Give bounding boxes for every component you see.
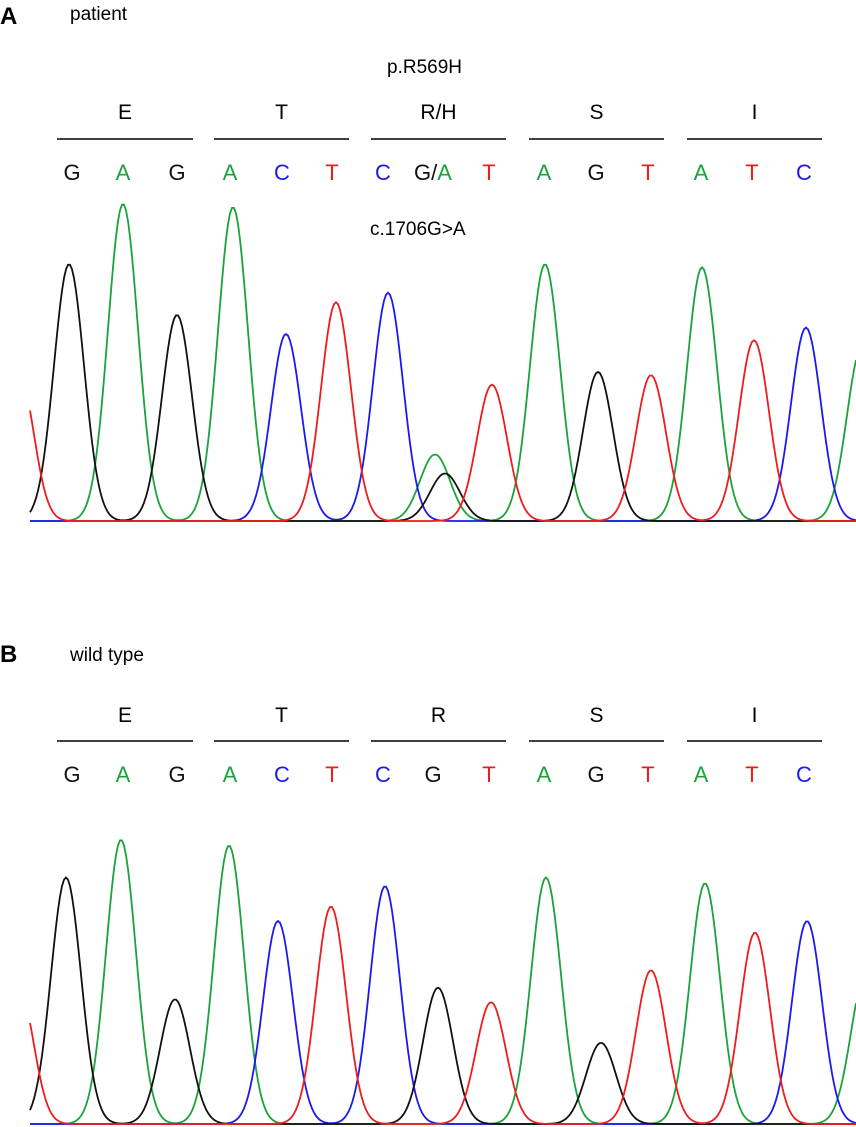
base-call: T (325, 160, 338, 185)
base-call: G (587, 762, 604, 787)
base-call: G (168, 762, 185, 787)
trace-g (29, 876, 856, 1125)
base-call: G (63, 160, 80, 185)
trace-g (29, 263, 856, 522)
codon-label: I (752, 704, 758, 727)
codon-label: R (431, 704, 446, 727)
base-call: G (587, 160, 604, 185)
chromatogram-trace-a (29, 203, 856, 522)
base-call: G (63, 762, 80, 787)
panel-a-title: patient (70, 4, 128, 25)
base-call: C (274, 762, 290, 787)
codon-label: T (275, 101, 288, 124)
base-row-a: G A G A C T C G/A T A G T A T C (63, 160, 812, 185)
dna-change-label: c.1706G>A (370, 219, 466, 240)
base-call: A (116, 160, 131, 185)
codon-label: I (752, 101, 758, 124)
base-call: T (745, 762, 758, 787)
base-call: T (325, 762, 338, 787)
codon-label: E (118, 704, 132, 727)
base-call: A (694, 762, 709, 787)
codon-label: S (589, 101, 603, 124)
base-call: G (424, 762, 441, 787)
base-call: C (274, 160, 290, 185)
base-call: A (223, 762, 238, 787)
trace-t (29, 906, 856, 1125)
panel-a-label: A (0, 3, 17, 30)
trace-c (30, 885, 856, 1125)
base-call: A (537, 160, 552, 185)
base-call: T (482, 160, 495, 185)
codon-label: S (589, 704, 603, 727)
base-call: A (537, 762, 552, 787)
panel-b-label: B (0, 641, 17, 668)
base-call: C (796, 762, 812, 787)
base-call: T (641, 762, 654, 787)
base-call: A (223, 160, 238, 185)
base-call: C (796, 160, 812, 185)
trace-a (30, 839, 856, 1125)
base-call: T (641, 160, 654, 185)
codon-row-a: E T R/H S I (57, 101, 822, 140)
chromatogram-trace-b (29, 839, 856, 1125)
base-call: C (375, 762, 391, 787)
codon-label: E (118, 101, 132, 124)
protein-change-label: p.R569H (387, 57, 462, 78)
base-call: A (116, 762, 131, 787)
base-call: T (482, 762, 495, 787)
base-call: G/A (414, 160, 452, 185)
codon-label: R/H (420, 101, 456, 124)
panel-b-title: wild type (69, 645, 144, 666)
panel-a: A patient p.R569H E T R/H S I G A G A C T C G/A T A G T… (0, 3, 856, 522)
trace-t (29, 301, 856, 522)
base-call: C (375, 160, 391, 185)
panel-b: B wild type E T R S I G A G A C T C G T A G T A T C (0, 641, 856, 1125)
base-call: A (694, 160, 709, 185)
base-call: G (168, 160, 185, 185)
trace-a (30, 203, 856, 522)
base-call: T (745, 160, 758, 185)
codon-label: T (275, 704, 288, 727)
